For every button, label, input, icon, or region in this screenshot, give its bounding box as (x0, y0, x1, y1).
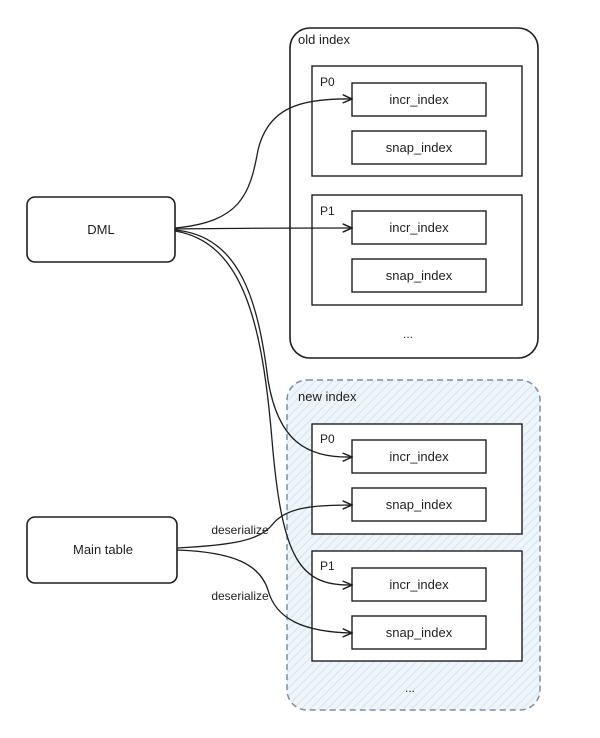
old-p1-box (311, 194, 523, 306)
old-p0-label: P0 (320, 75, 335, 89)
edge-dml-new-p1-incr (174, 230, 352, 585)
old-p0-snap-label: snap_index (386, 140, 453, 155)
edge-dml-old-p1-incr (174, 228, 352, 229)
old-p0-incr-box (351, 82, 487, 117)
edge-dml-old-p0-incr (174, 99, 352, 229)
dml-box (26, 196, 176, 263)
old-p0-box (311, 65, 523, 177)
old-index-group: old index P0 incr_index snap_index P1 in… (289, 27, 539, 359)
old-index-title: old index (298, 32, 351, 47)
old-p0-incr-label: incr_index (389, 92, 449, 107)
old-index-container (289, 27, 539, 359)
new-p1-incr-label: incr_index (389, 577, 449, 592)
new-p0-snap-box (351, 487, 487, 522)
new-p1-incr-box (351, 567, 487, 602)
new-index-ellipsis: ... (405, 681, 415, 695)
main-table-node: Main table (26, 516, 178, 584)
new-p0-snap-label: snap_index (386, 497, 453, 512)
new-p1-label: P1 (320, 559, 335, 573)
old-p1-incr-box (351, 210, 487, 245)
old-p1-snap-box (351, 258, 487, 293)
old-p1-label: P1 (320, 204, 335, 218)
new-p0-incr-box (351, 439, 487, 474)
dml-label: DML (87, 222, 114, 237)
dml-node: DML (26, 196, 176, 263)
new-p0-incr-label: incr_index (389, 449, 449, 464)
new-p0-label: P0 (320, 432, 335, 446)
edge-label-deserialize-2: deserialize (211, 589, 269, 603)
new-index-group: new index P0 incr_index snap_index P1 in… (286, 379, 541, 711)
main-table-label: Main table (73, 542, 133, 557)
old-p0-snap-box (351, 130, 487, 165)
old-p1-incr-label: incr_index (389, 220, 449, 235)
dml-edges (174, 99, 352, 585)
edge-dml-new-p0-incr (174, 229, 352, 457)
old-p1-snap-label: snap_index (386, 268, 453, 283)
edge-main-new-p1-snap (176, 549, 352, 633)
old-index-ellipsis: ... (403, 327, 413, 341)
edge-label-deserialize-1: deserialize (211, 523, 269, 537)
new-index-title: new index (298, 389, 357, 404)
new-p1-snap-label: snap_index (386, 625, 453, 640)
edge-main-new-p0-snap (176, 505, 352, 549)
new-p1-snap-box (351, 615, 487, 650)
main-table-edges (176, 505, 352, 633)
